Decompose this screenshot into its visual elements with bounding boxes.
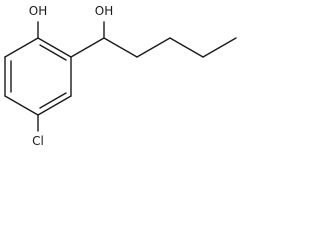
bond-chain-1: [103, 37, 138, 58]
bond-chain-2: [136, 37, 171, 58]
bond-ring-to-carbinol: [70, 37, 105, 58]
ring-bond-4: [4, 95, 39, 116]
ring-bond-6: [4, 37, 39, 58]
bond-chain-4: [202, 37, 237, 58]
phenol-oh-label: OH: [29, 4, 47, 18]
ring-double-bond-inner-2: [39, 92, 67, 109]
ring-bond-3: [37, 95, 72, 116]
chemical-structure-diagram: OH OH Cl: [4, 4, 237, 148]
benzene-ring: [4, 37, 72, 116]
chloro-label: Cl: [32, 134, 44, 148]
ring-bond-1: [37, 37, 72, 58]
bond-chain-3: [169, 37, 204, 58]
alcohol-oh-label: OH: [95, 4, 113, 18]
ring-double-bond-inner-1: [39, 44, 67, 61]
